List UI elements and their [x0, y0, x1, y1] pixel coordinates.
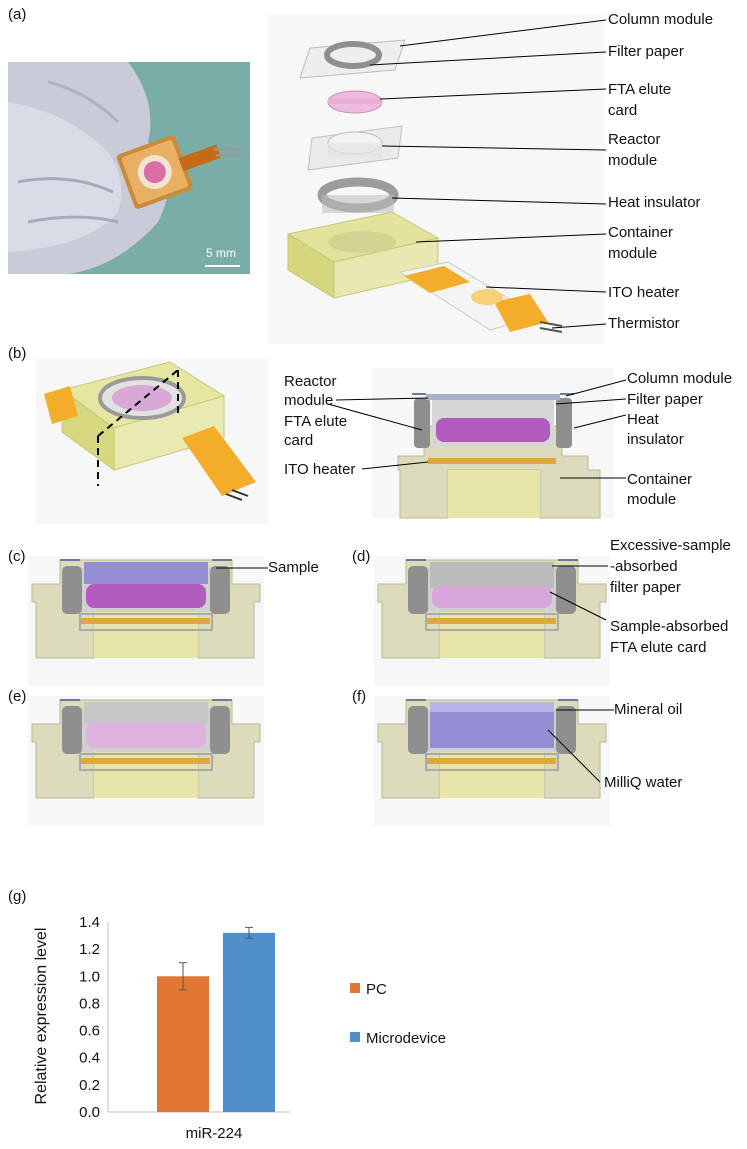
- bar-microdevice: [223, 932, 275, 1112]
- panel-label-c: (c): [8, 548, 26, 565]
- b-label-container-2: module: [627, 491, 677, 508]
- b-label-reactor-1: Reactor: [284, 373, 337, 390]
- panel-label-d: (d): [352, 548, 371, 565]
- a-label-heat-insulator: Heat insulator: [608, 194, 701, 211]
- scale-bar-label: 5 mm: [206, 246, 236, 260]
- a-label-fta-2: card: [608, 102, 638, 119]
- panel-label-a: (a): [8, 6, 27, 23]
- a-label-reactor-1: Reactor: [608, 131, 661, 148]
- d-label-excess-3: filter paper: [610, 579, 681, 596]
- y-tick-label: 1.2: [79, 941, 100, 958]
- legend-label-pc: PC: [366, 981, 387, 998]
- y-tick-label: 0.4: [79, 1050, 100, 1067]
- a-label-column-module: Column module: [608, 11, 714, 28]
- y-tick-label: 0.2: [79, 1077, 100, 1094]
- b-label-reactor-2: module: [284, 392, 334, 409]
- y-tick-label: 0.8: [79, 995, 100, 1012]
- legend-swatch-microdevice: [350, 1032, 360, 1042]
- b-label-column-module: Column module: [627, 370, 733, 387]
- a-label-fta-1: FTA elute: [608, 81, 672, 98]
- panel-label-f: (f): [352, 688, 367, 705]
- column-ring: [324, 41, 382, 69]
- panel-label-e: (e): [8, 688, 27, 705]
- a-label-reactor-2: module: [608, 152, 658, 169]
- b-label-heat-2: insulator: [627, 431, 684, 448]
- d-label-absorbed-2: FTA elute card: [610, 639, 707, 656]
- cross-section-d: [373, 555, 611, 687]
- cross-section-b: [372, 368, 614, 519]
- panel-label-g: (g): [8, 888, 27, 905]
- y-tick-label: 1.4: [79, 914, 100, 931]
- chart-category-label: miR-224: [186, 1125, 243, 1142]
- c-label-sample: Sample: [268, 559, 319, 576]
- f-label-mineral-oil: Mineral oil: [614, 701, 683, 718]
- device-in-photo: [116, 135, 242, 209]
- legend-swatch-pc: [350, 983, 360, 993]
- b-label-container-1: Container: [627, 471, 693, 488]
- f-label-milliq: MilliQ water: [604, 774, 683, 791]
- a-label-container-2: module: [608, 245, 658, 262]
- a-label-filter-paper: Filter paper: [608, 43, 684, 60]
- b-label-heat-1: Heat: [627, 411, 659, 428]
- device-photo: 5 mm: [8, 62, 250, 274]
- error-bar-pc: [179, 962, 187, 991]
- a-label-container-1: Container: [608, 224, 674, 241]
- b-label-ito-heater: ITO heater: [284, 461, 356, 478]
- cross-section-f: [373, 695, 611, 827]
- error-bar-microdevice: [245, 926, 253, 939]
- y-tick-label: 0.0: [79, 1104, 100, 1121]
- cross-section-c: [27, 555, 265, 687]
- bar-pc: [157, 976, 209, 1112]
- a-label-thermistor: Thermistor: [608, 315, 680, 332]
- d-label-absorbed-1: Sample-absorbed: [610, 618, 729, 635]
- d-label-excess-2: -absorbed: [610, 558, 678, 575]
- cross-section-e: [27, 695, 265, 827]
- panel-label-b: (b): [8, 345, 27, 362]
- b-label-fta-1: FTA elute: [284, 413, 348, 430]
- legend-label-microdevice: Microdevice: [366, 1030, 446, 1047]
- a-label-ito-heater: ITO heater: [608, 284, 680, 301]
- b-label-filter-paper: Filter paper: [627, 391, 703, 408]
- chart-y-axis-title: Relative expression level: [33, 928, 50, 1105]
- y-tick-label: 1.0: [79, 968, 100, 985]
- y-tick-label: 0.6: [79, 1023, 100, 1040]
- b-label-fta-2: card: [284, 432, 314, 449]
- d-label-excess-1: Excessive-sample: [610, 537, 731, 554]
